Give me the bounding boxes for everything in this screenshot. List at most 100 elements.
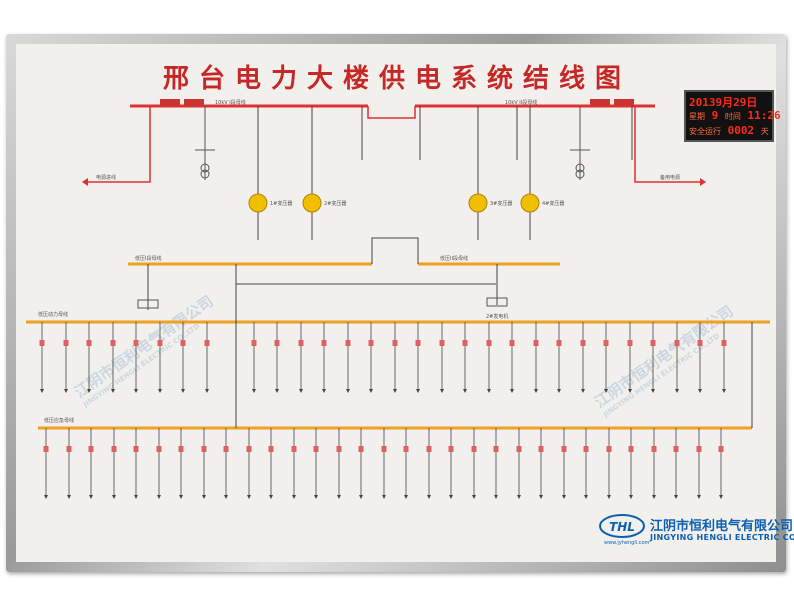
breaker-symbol (533, 340, 539, 346)
breaker-symbol (403, 446, 409, 452)
emergency-bus-feeders (43, 428, 724, 499)
transformer-1-label: 1#变压器 (270, 200, 292, 207)
brand-name-cn: 江阴市恒利电气有限公司 (650, 519, 794, 534)
breaker-symbol (251, 340, 257, 346)
upper-feeder-17 (462, 322, 468, 393)
lv-bus-tie (371, 237, 419, 264)
hv-section: 10kV I段母线 10kV II段母线 电源进线 备用电源 1#变压器 2#变… (82, 99, 706, 240)
lower-feeder-17 (426, 428, 432, 499)
led-clock-display: 20139月29日 星期 9 时间 11:26 安全运行 0002 天 (684, 90, 781, 142)
breaker-symbol (415, 340, 421, 346)
lower-feeder-21 (516, 428, 522, 499)
breaker-symbol (462, 340, 468, 346)
company-logo: THL (599, 514, 645, 538)
breaker-symbol (110, 340, 116, 346)
brand-name-en: JINGYING HENGLI ELECTRIC CO.,LTD (650, 533, 794, 542)
brand-website: www.jyhengli.com (604, 540, 650, 546)
upper-feeder-24 (627, 322, 633, 393)
breaker-symbol (321, 340, 327, 346)
breaker-symbol (627, 340, 633, 346)
breaker-symbol (696, 446, 702, 452)
upper-feeder-13 (368, 322, 374, 393)
breaker-symbol (650, 340, 656, 346)
incoming-left-arrow (82, 178, 88, 186)
lower-feeder-10 (268, 428, 274, 499)
breaker-symbol (43, 446, 49, 452)
breaker-symbol (603, 340, 609, 346)
upper-feeder-8 (251, 322, 257, 393)
breaker-symbol (86, 340, 92, 346)
breaker-symbol (674, 340, 680, 346)
breaker-symbol (561, 446, 567, 452)
pt-left-feeder (195, 106, 215, 180)
generator-1 (137, 299, 159, 309)
upper-feeder-0 (39, 322, 45, 393)
generator-label: 2#发电机 (486, 313, 508, 320)
breaker-symbol (628, 446, 634, 452)
breaker-symbol (721, 340, 727, 346)
upper-feeder-25 (650, 322, 656, 393)
lower-feeder-20 (493, 428, 499, 499)
breaker-symbol (63, 340, 69, 346)
transformer-4-label: 4#变压器 (542, 200, 564, 207)
transformer-3-label: 3#变压器 (490, 200, 512, 207)
upper-feeder-6 (180, 322, 186, 393)
generator-2 (486, 297, 508, 307)
lower-feeder-18 (448, 428, 454, 499)
hv-bus-left-label: 10kV I段母线 (215, 99, 246, 106)
lower-feeder-14 (358, 428, 364, 499)
transformer-3-symbol (468, 193, 488, 213)
upper-feeder-7 (204, 322, 210, 393)
breaker-symbol (516, 446, 522, 452)
breaker-symbol (439, 340, 445, 346)
hv-bus-right-label: 10kV II段母线 (505, 99, 537, 106)
breaker-symbol (336, 446, 342, 452)
upper-feeder-3 (110, 322, 116, 393)
lower-feeder-0 (43, 428, 49, 499)
bus-meter-right-2 (614, 99, 634, 106)
incoming-right-arrow (700, 178, 706, 186)
lower-feeder-1 (66, 428, 72, 499)
breaker-symbol (368, 340, 374, 346)
clock-date: 20139月29日 (689, 96, 758, 109)
lower-feeder-22 (538, 428, 544, 499)
upper-feeder-23 (603, 322, 609, 393)
upper-feeder-20 (533, 322, 539, 393)
clock-safe-row: 安全运行 0002 天 (689, 124, 769, 137)
breaker-symbol (697, 340, 703, 346)
upper-feeder-1 (63, 322, 69, 393)
upper-feeder-28 (721, 322, 727, 393)
breaker-symbol (156, 446, 162, 452)
incoming-left-label: 电源进线 (96, 174, 116, 181)
lower-feeder-9 (246, 428, 252, 499)
lower-feeder-25 (606, 428, 612, 499)
incoming-right-feeder (634, 106, 700, 183)
breaker-symbol (133, 340, 139, 346)
lower-feeder-28 (673, 428, 679, 499)
upper-feeder-2 (86, 322, 92, 393)
breaker-symbol (381, 446, 387, 452)
breaker-symbol (274, 340, 280, 346)
breaker-symbol (345, 340, 351, 346)
breaker-symbol (448, 446, 454, 452)
breaker-symbol (583, 446, 589, 452)
breaker-symbol (313, 446, 319, 452)
transformer-4-symbol (520, 193, 540, 213)
lower-feeder-6 (178, 428, 184, 499)
upper-feeder-15 (415, 322, 421, 393)
lower-feeder-8 (223, 428, 229, 499)
lv-bus-1-label: 低压I段母线 (135, 255, 161, 262)
breaker-symbol (111, 446, 117, 452)
bus-meter-right-1 (590, 99, 610, 106)
breaker-symbol (538, 446, 544, 452)
lower-feeder-29 (696, 428, 702, 499)
power-bus-label: 低压动力母线 (38, 311, 68, 318)
lower-feeder-3 (111, 428, 117, 499)
breaker-symbol (509, 340, 515, 346)
breaker-symbol (486, 340, 492, 346)
breaker-symbol (606, 446, 612, 452)
incoming-left-feeder (88, 106, 151, 183)
upper-feeder-12 (345, 322, 351, 393)
upper-feeder-19 (509, 322, 515, 393)
